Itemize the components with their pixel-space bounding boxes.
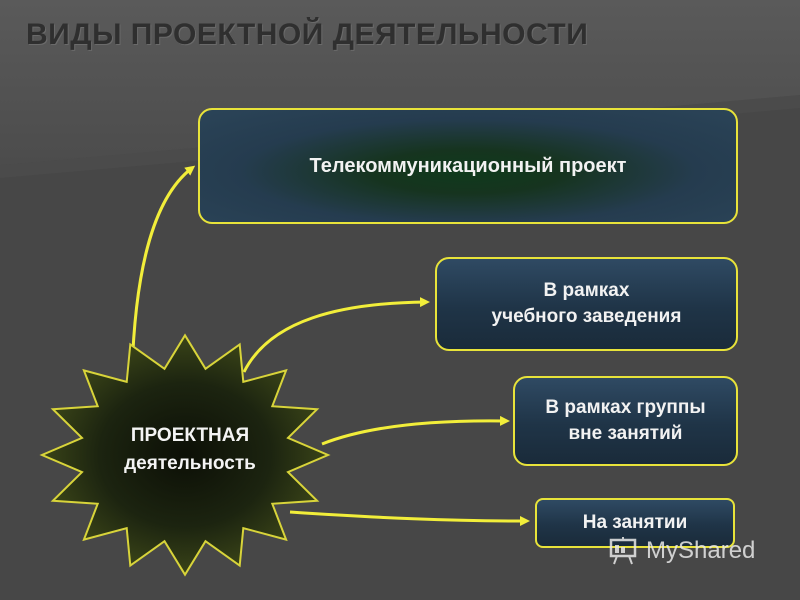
node-telecom-project: Телекоммуникационный проект [198,108,738,224]
node-institution-line2: учебного заведения [491,306,682,327]
arrow-to-lesson [289,510,530,526]
node-within-institution: В рамках учебного заведения [435,257,738,351]
node-within-group: В рамках группы вне занятий [513,376,738,466]
center-label: ПРОЕКТНАЯ деятельность [90,422,290,477]
node-group-line2: вне занятий [568,423,683,444]
watermark-text: MyShared [646,537,756,564]
presentation-board-icon [609,537,637,565]
center-label-line1: ПРОЕКТНАЯ [130,425,250,446]
watermark: MyShared [608,536,755,566]
node-telecom-label: Телекоммуникационный проект [309,154,627,177]
arrow-to-institution [242,297,430,373]
page-title: ВИДЫ ПРОЕКТНОЙ ДЕЯТЕЛЬНОСТИ [26,18,589,51]
node-institution-line1: В рамках [543,280,630,302]
arrow-to-group [321,415,510,446]
center-label-line2: деятельность [124,452,256,474]
node-lesson-label: На занятии [582,512,688,534]
arrow-to-telecom [130,165,196,373]
node-group-line1: В рамках группы [545,397,706,419]
center-star-shape [39,333,331,577]
